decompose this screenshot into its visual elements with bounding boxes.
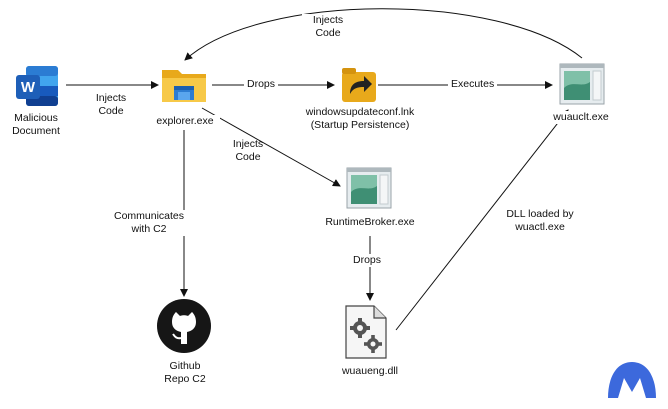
windowsupdateconf-label-line2: (Startup Persistence) [310,119,410,131]
edge-label-wuauclt-to-explorer: Injects Code [302,14,354,40]
github-label-line2: Repo C2 [164,373,206,385]
edge-label-dll-to-wuauclt: DLL loaded by wuactl.exe [500,208,580,234]
node-wuaueng-label: wuaueng.dll [330,365,410,378]
app-window-icon [559,63,605,105]
edge-label-runtimebroker-to-dll: Drops [350,254,385,267]
edge-label-wuauclt-to-explorer-line1: Injects [312,14,344,26]
node-github-label: Github Repo C2 [150,360,220,386]
malicious-document-label-line1: Malicious [14,112,58,124]
edge-label-dll-to-wuauclt-line2: wuactl.exe [515,221,565,233]
node-explorer-label: explorer.exe [150,115,220,128]
edge-label-dll-to-wuauclt-line1: DLL loaded by [506,208,574,220]
edge-label-explorer-to-runtimebroker-line1: Injects [232,138,264,150]
windowsupdateconf-label-line1: windowsupdateconf.lnk [305,106,415,118]
malwarebytes-logo-icon [608,362,656,398]
edge-label-explorer-to-runtimebroker-line2: Code [235,151,261,163]
malicious-document-label-line2: Document [12,125,60,137]
edge-label-explorer-to-github-line1: Communicates [113,210,185,222]
edge-label-doc-to-explorer-line1: Injects [95,92,127,104]
edge-label-lnk-to-wuauclt: Executes [448,78,498,91]
folder-icon [162,70,206,102]
node-windowsupdateconf-label: windowsupdateconf.lnk (Startup Persisten… [300,106,420,132]
edge-label-explorer-to-runtimebroker: Injects Code [226,138,270,164]
github-label-line1: Github [169,360,201,372]
node-wuauclt-label: wuauclt.exe [546,111,616,124]
node-malicious-document-label: Malicious Document [8,112,64,138]
edge-label-explorer-to-github: Communicates with C2 [106,210,192,236]
edge-label-explorer-to-lnk: Drops [244,78,279,91]
edge-dll-to-wuauclt [395,109,569,331]
edge-label-wuauclt-to-explorer-line2: Code [315,27,341,39]
edge-explorer-to-runtimebroker [201,107,341,187]
shortcut-arrow-icon [342,68,376,102]
dll-gears-icon [345,305,387,359]
edge-label-doc-to-explorer-line2: Code [98,105,124,117]
edge-wuauclt-to-explorer [184,8,583,61]
svg-text:W: W [21,79,36,96]
edge-label-explorer-to-github-line2: with C2 [131,223,167,235]
app-window-icon [346,167,392,209]
edge-label-doc-to-explorer: Injects Code [86,92,136,118]
word-document-icon: W [16,66,58,106]
github-icon [157,299,211,353]
node-runtimebroker-label: RuntimeBroker.exe [318,216,422,229]
